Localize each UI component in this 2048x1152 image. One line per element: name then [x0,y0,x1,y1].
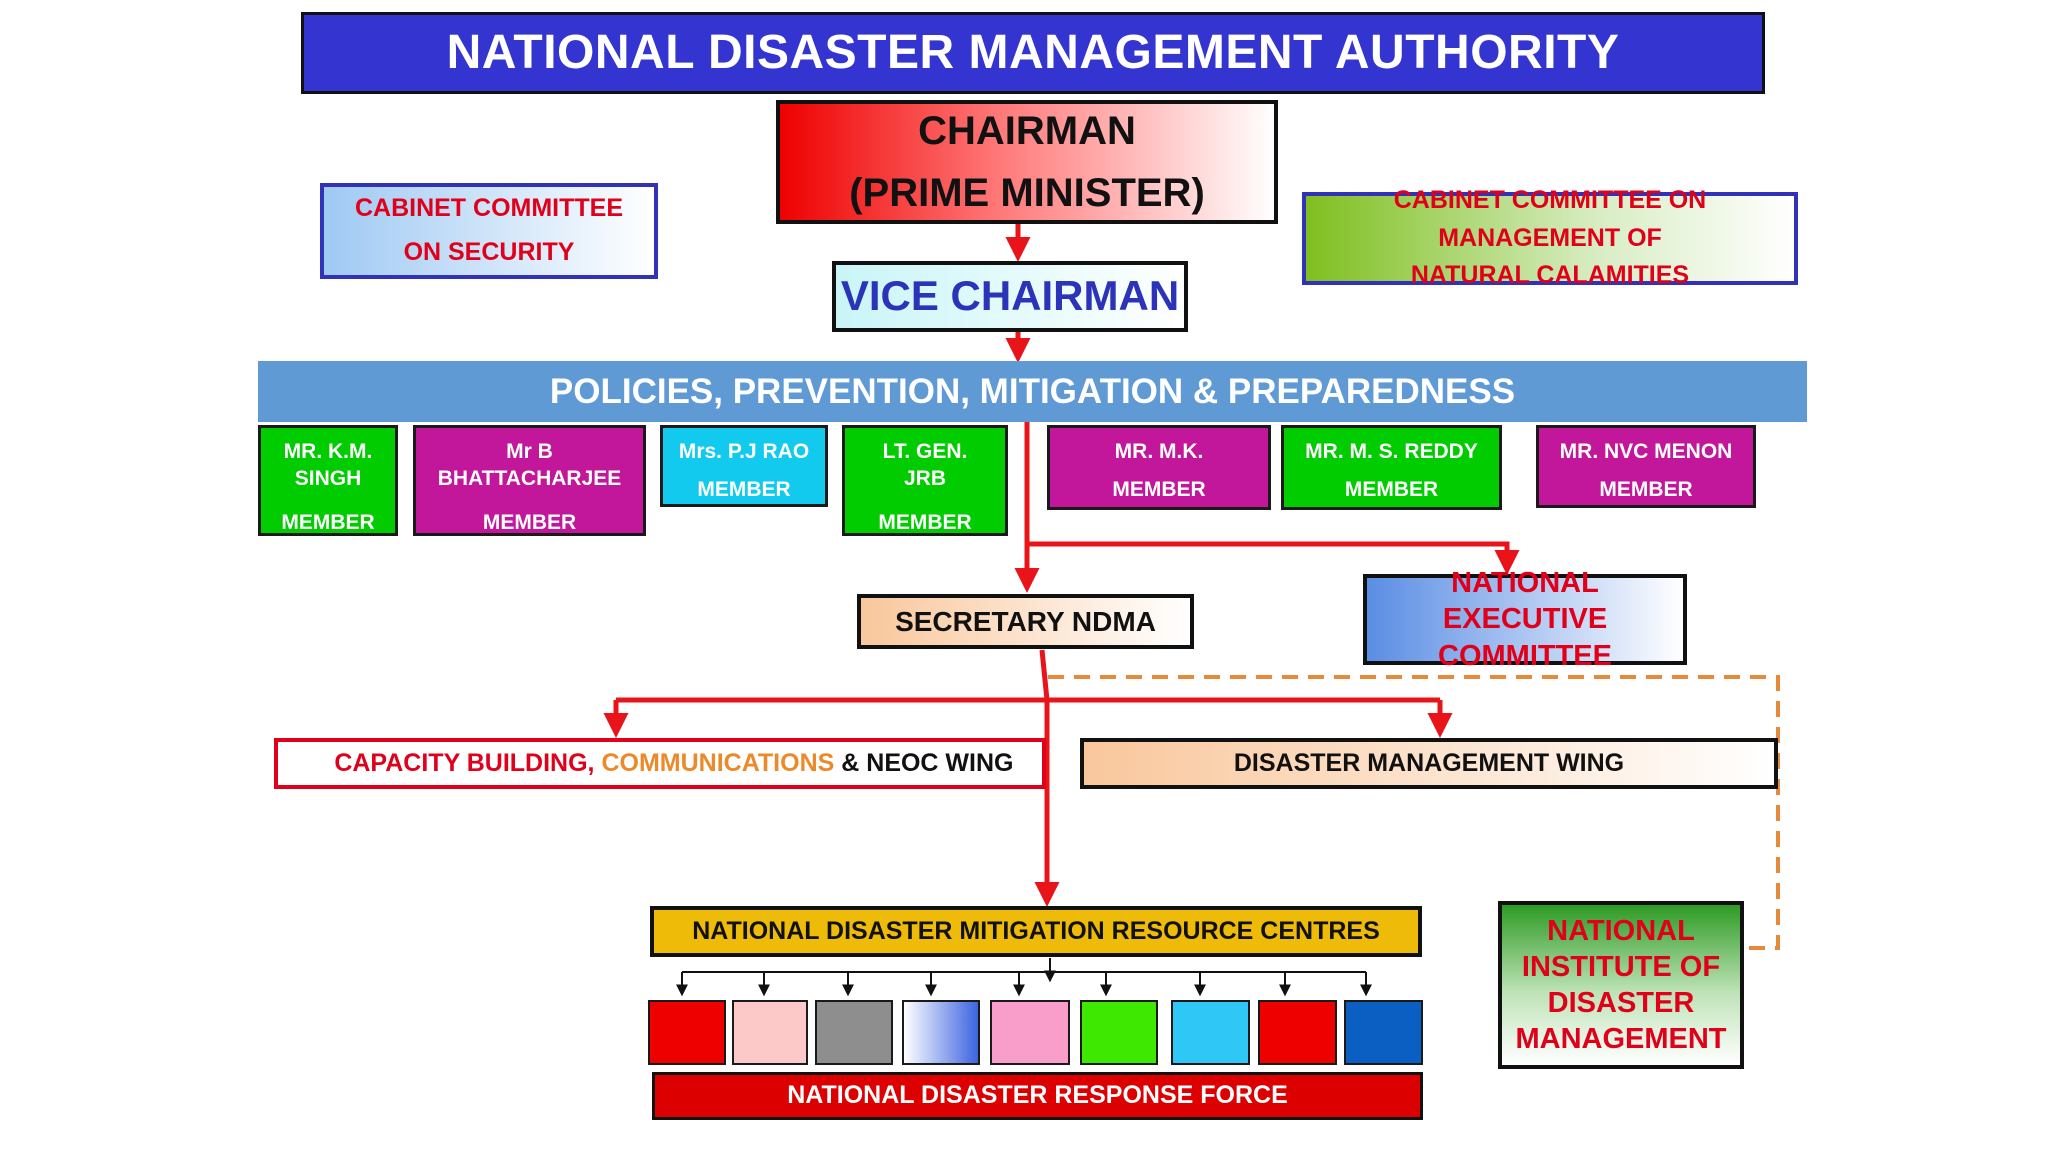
ndrf-battalion-swatch [648,1000,726,1065]
member-name-line: JRB [903,467,946,491]
line-secretary-down [1039,649,1050,701]
ccs-line1: CABINET COMMITTEE [354,194,624,223]
ndrf-battalion-swatch [1080,1000,1158,1065]
member-role: MEMBER [878,510,972,534]
secretary-label: SECRETARY NDMA [895,606,1156,637]
member-name-line: MR. K.M. [283,440,373,463]
member-name-line: MR. M.K. [1114,440,1204,463]
nidm-line2: INSTITUTE OF [1521,950,1721,983]
member-role: MEMBER [1599,478,1693,502]
member-box: Mr B BHATTACHARJEE MEMBER [413,425,646,536]
ndrf-label: NATIONAL DISASTER RESPONSE FORCE [787,1081,1288,1110]
member-role: MEMBER [1112,478,1206,502]
arrow-to-nec [1027,541,1520,575]
chairman-subtitle: (PRIME MINISTER) [849,171,1205,215]
ccs-line2: ON SECURITY [403,238,575,266]
member-name-line: BHATTACHARJEE [437,467,622,491]
ccm-line1: CABINET COMMITTEE ON MANAGEMENT OF [1393,186,1707,252]
member-name-line: LT. GEN. [882,440,968,463]
national-executive-committee-box: NATIONAL EXECUTIVE COMMITTEE [1363,567,1687,672]
secretary-ndma-box: SECRETARY NDMA [857,594,1194,649]
ndrf-battalion-swatch [1344,1000,1423,1065]
disaster-management-wing-box: DISASTER MANAGEMENT WING [1080,738,1778,789]
member-name-line: Mr B [506,440,553,463]
member-box: MR. K.M. SINGH MEMBER [258,425,398,536]
ndrf-battalion-swatch [1171,1000,1250,1065]
cabinet-committee-security-box: CABINET COMMITTEE ON SECURITY [320,183,658,279]
ndrf-battalion-swatch [902,1000,980,1065]
chairman-box: CHAIRMAN (PRIME MINISTER) [776,100,1278,224]
member-name-line: MR. NVC MENON [1559,440,1733,463]
chairman-label: CHAIRMAN [918,109,1136,153]
capacity-part-neoc: & NEOC WING [834,748,1014,777]
policies-label: POLICIES, PREVENTION, MITIGATION & PREPA… [549,371,1516,411]
member-name-line: Mrs. P.J RAO [678,440,810,463]
policies-banner: POLICIES, PREVENTION, MITIGATION & PREPA… [258,361,1807,422]
capacity-part-capacity: CAPACITY BUILDING, [334,748,602,777]
arrow-to-capacity-wing [616,697,1440,733]
nec-line2: COMMITTEE [1438,639,1612,672]
member-box: Mrs. P.J RAO MEMBER [660,425,828,507]
ndrf-battalion-swatch [990,1000,1070,1065]
member-role: MEMBER [697,478,791,502]
capacity-part-communications: COMMUNICATIONS [601,748,835,777]
member-box: MR. NVC MENON MEMBER [1536,425,1756,508]
line-ndmrc-to-battalions [682,958,1366,973]
page-title: NATIONAL DISASTER MANAGEMENT AUTHORITY [301,12,1765,94]
member-box: MR. M. S. REDDY MEMBER [1281,425,1502,510]
member-role: MEMBER [482,510,577,534]
member-box: LT. GEN. JRB MEMBER [842,425,1008,536]
ndrf-battalion-swatch [815,1000,893,1065]
nidm-line1: NATIONAL [1547,914,1695,947]
member-box: MR. M.K. MEMBER [1047,425,1271,510]
vice-chairman-box: VICE CHAIRMAN [832,261,1188,332]
capacity-building-wing-box: CAPACITY BUILDING, COMMUNICATIONS & NEOC… [274,738,1046,789]
ndrf-battalion-swatch [732,1000,808,1065]
nec-line1: NATIONAL EXECUTIVE [1442,567,1608,636]
nidm-line3: DISASTER [1547,987,1695,1019]
cabinet-committee-calamities-box: CABINET COMMITTEE ON MANAGEMENT OF NATUR… [1302,186,1798,289]
title-text: NATIONAL DISASTER MANAGEMENT AUTHORITY [446,26,1620,79]
member-name-line: SINGH [294,467,362,491]
dm-wing-label: DISASTER MANAGEMENT WING [1233,748,1625,777]
ndmrc-box: NATIONAL DISASTER MITIGATION RESOURCE CE… [650,906,1422,957]
ndrf-battalion-swatch [1258,1000,1337,1065]
member-role: MEMBER [1344,478,1439,502]
dashed-link-nidm [1048,675,1780,950]
ccm-line2: NATURAL CALAMITIES [1410,261,1690,290]
ndmrc-label: NATIONAL DISASTER MITIGATION RESOURCE CE… [692,916,1380,945]
nidm-box: NATIONAL INSTITUTE OF DISASTER MANAGEMEN… [1498,901,1744,1069]
member-role: MEMBER [281,510,375,534]
member-name-line: MR. M. S. REDDY [1305,440,1478,463]
vice-chairman-label: VICE CHAIRMAN [840,272,1180,320]
nidm-line4: MANAGEMENT [1515,1023,1727,1056]
ndrf-box: NATIONAL DISASTER RESPONSE FORCE [652,1072,1423,1120]
